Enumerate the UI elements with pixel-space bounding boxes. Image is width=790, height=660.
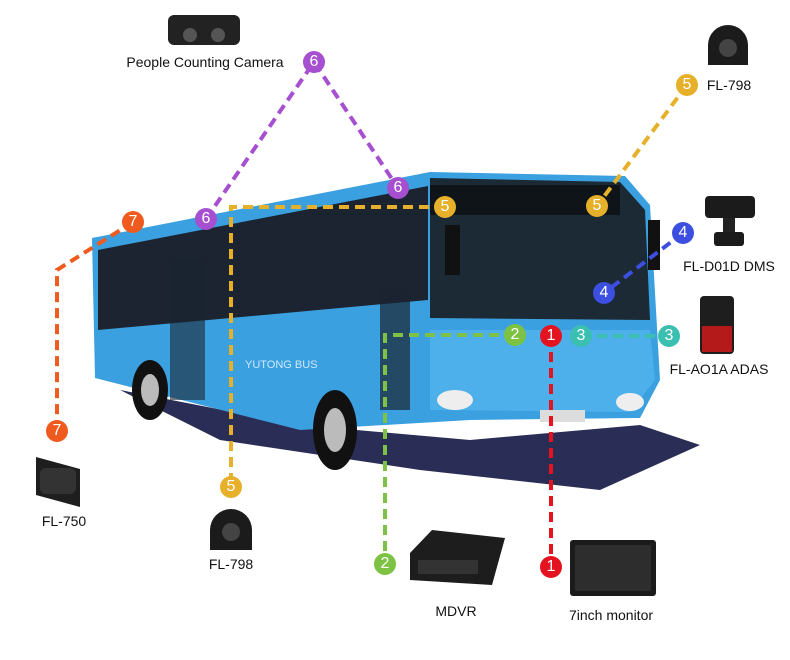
line-7 xyxy=(55,220,135,431)
line-5-top xyxy=(595,83,689,208)
marker-2: 2 xyxy=(374,553,396,575)
label-dms: FL-D01D DMS xyxy=(683,258,775,274)
line-5-side xyxy=(229,205,445,487)
line-4 xyxy=(602,231,685,295)
label-fl798-side: FL-798 xyxy=(208,556,254,572)
dms-camera-icon xyxy=(705,196,755,246)
marker-4: 4 xyxy=(593,282,615,304)
fl798-camera-icon xyxy=(708,25,748,65)
line-6 xyxy=(204,58,400,221)
fl798-side-camera-icon xyxy=(210,509,252,550)
mdvr-icon xyxy=(410,530,505,585)
bus-illustration xyxy=(92,172,660,470)
label-people-counting-camera: People Counting Camera xyxy=(126,54,284,70)
fl750-camera-icon xyxy=(36,457,80,507)
marker-6: 6 xyxy=(195,208,217,230)
label-fl798-top: FL-798 xyxy=(706,77,752,93)
people-counting-camera-icon xyxy=(168,15,240,45)
label-adas: FL-AO1A ADAS xyxy=(669,361,769,377)
marker-7: 7 xyxy=(46,420,68,442)
marker-7: 7 xyxy=(122,211,144,233)
marker-2: 2 xyxy=(504,324,526,346)
marker-5: 5 xyxy=(434,196,456,218)
marker-3: 3 xyxy=(570,325,592,347)
label-monitor: 7inch monitor xyxy=(568,607,654,623)
marker-5: 5 xyxy=(220,476,242,498)
marker-3: 3 xyxy=(658,325,680,347)
marker-5: 5 xyxy=(586,195,608,217)
marker-1: 1 xyxy=(540,556,562,578)
label-mdvr: MDVR xyxy=(435,603,477,619)
label-fl750: FL-750 xyxy=(41,513,87,529)
adas-camera-icon xyxy=(700,296,734,354)
marker-6: 6 xyxy=(387,177,409,199)
marker-4: 4 xyxy=(672,222,694,244)
line-2 xyxy=(383,333,515,564)
marker-6: 6 xyxy=(303,51,325,73)
marker-5: 5 xyxy=(676,74,698,96)
monitor-icon xyxy=(570,540,656,596)
marker-1: 1 xyxy=(540,325,562,347)
bus-shadow xyxy=(120,390,700,490)
bus-logo-text: YUTONG BUS xyxy=(245,359,318,371)
